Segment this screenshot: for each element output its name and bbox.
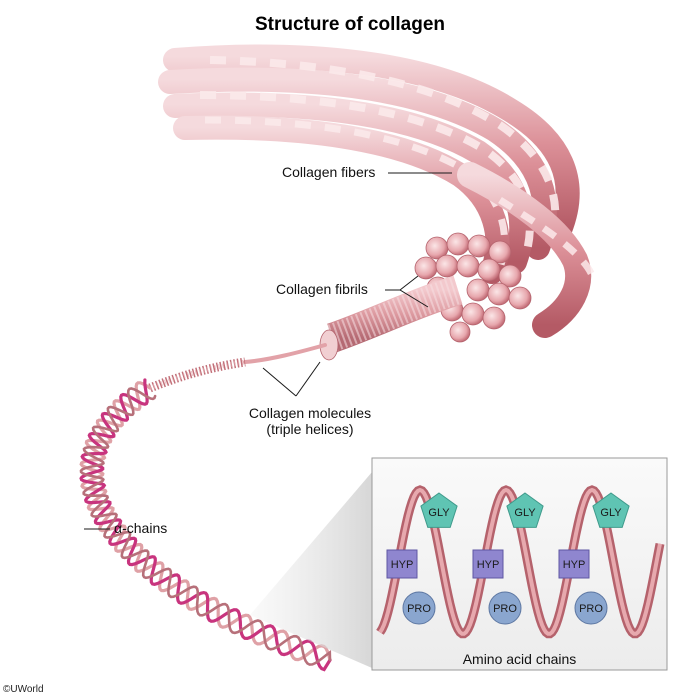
- collagen-fibril: [319, 275, 463, 361]
- fibril-end: [487, 282, 511, 306]
- fiber-strand: [209, 56, 560, 247]
- fibril-end: [456, 254, 480, 278]
- molecules-leader-line: [262, 367, 297, 397]
- zoom-wedge: [250, 472, 372, 668]
- leader-lines: [84, 172, 452, 530]
- gly-marker: GLY: [420, 492, 458, 528]
- fibrils-leader-line-2: [399, 275, 419, 291]
- label-alpha-chains: α-chains: [114, 520, 168, 536]
- collagen-molecule: [148, 343, 327, 393]
- gly-label: GLY: [514, 507, 536, 519]
- hyp-marker: HYP: [558, 549, 590, 579]
- hyp-label: HYP: [391, 559, 414, 571]
- fiber-strand: [204, 116, 508, 270]
- label-collagen-molecules-line1: Collagen molecules: [248, 405, 372, 421]
- fibril-end: [414, 256, 438, 280]
- hyp-label: HYP: [563, 559, 586, 571]
- pro-label: PRO: [579, 603, 603, 615]
- hyp-label: HYP: [477, 559, 500, 571]
- gly-label: GLY: [600, 507, 622, 519]
- molecule-coil-shade: [149, 359, 246, 391]
- gly-marker: GLY: [506, 492, 544, 528]
- pro-marker: PRO: [574, 591, 608, 625]
- molecule-strand: [243, 343, 327, 364]
- pro-marker: PRO: [488, 591, 522, 625]
- pro-label: PRO: [493, 603, 517, 615]
- inset-caption: Amino acid chains: [462, 651, 577, 667]
- label-collagen-molecules-line2: (triple helices): [266, 421, 354, 437]
- collagen-fibers-bundle: [158, 44, 596, 338]
- fibril-end: [435, 254, 459, 278]
- copyright-notice: ©UWorld: [3, 684, 44, 695]
- alpha-chain-strand: [79, 381, 332, 662]
- fibril-end: [446, 232, 470, 256]
- fibril-end: [449, 321, 471, 343]
- fibril-body: [327, 275, 463, 353]
- molecules-leader-line-2: [295, 361, 321, 397]
- label-collagen-fibrils: Collagen fibrils: [276, 281, 368, 297]
- alpha-chain-strand: [79, 387, 332, 666]
- gly-label: GLY: [428, 507, 450, 519]
- fibril-end: [467, 234, 491, 258]
- pro-marker: PRO: [402, 591, 436, 625]
- amino-acid-inset: GLY HYP PRO GLY HYP PRO GLY HYP PRO: [371, 457, 668, 671]
- gly-marker: GLY: [592, 492, 630, 528]
- fibril-end: [482, 306, 506, 330]
- fibril-end: [508, 286, 532, 310]
- fiber-strand: [158, 67, 557, 260]
- pro-label: PRO: [407, 603, 431, 615]
- alpha-chains-helix: [79, 378, 332, 672]
- fiber-strand: [163, 44, 580, 242]
- label-collagen-fibers: Collagen fibers: [282, 164, 376, 180]
- alpha-chain-strand: [79, 378, 332, 672]
- fibril-end: [461, 302, 485, 326]
- fibril-end: [488, 240, 512, 264]
- hyp-marker: HYP: [386, 549, 418, 579]
- page-title: Structure of collagen: [254, 14, 446, 35]
- fibril-end: [466, 278, 490, 302]
- fiber-strand: [457, 162, 592, 338]
- hyp-marker: HYP: [472, 549, 504, 579]
- fibril-end: [498, 264, 522, 288]
- fibril-end: [477, 258, 501, 282]
- label-collagen-molecules: Collagen molecules (triple helices): [240, 405, 380, 437]
- fiber-strand: [173, 115, 510, 284]
- fiber-strand: [498, 197, 596, 277]
- amino-acid-groups: GLY HYP PRO GLY HYP PRO GLY HYP PRO: [386, 492, 630, 625]
